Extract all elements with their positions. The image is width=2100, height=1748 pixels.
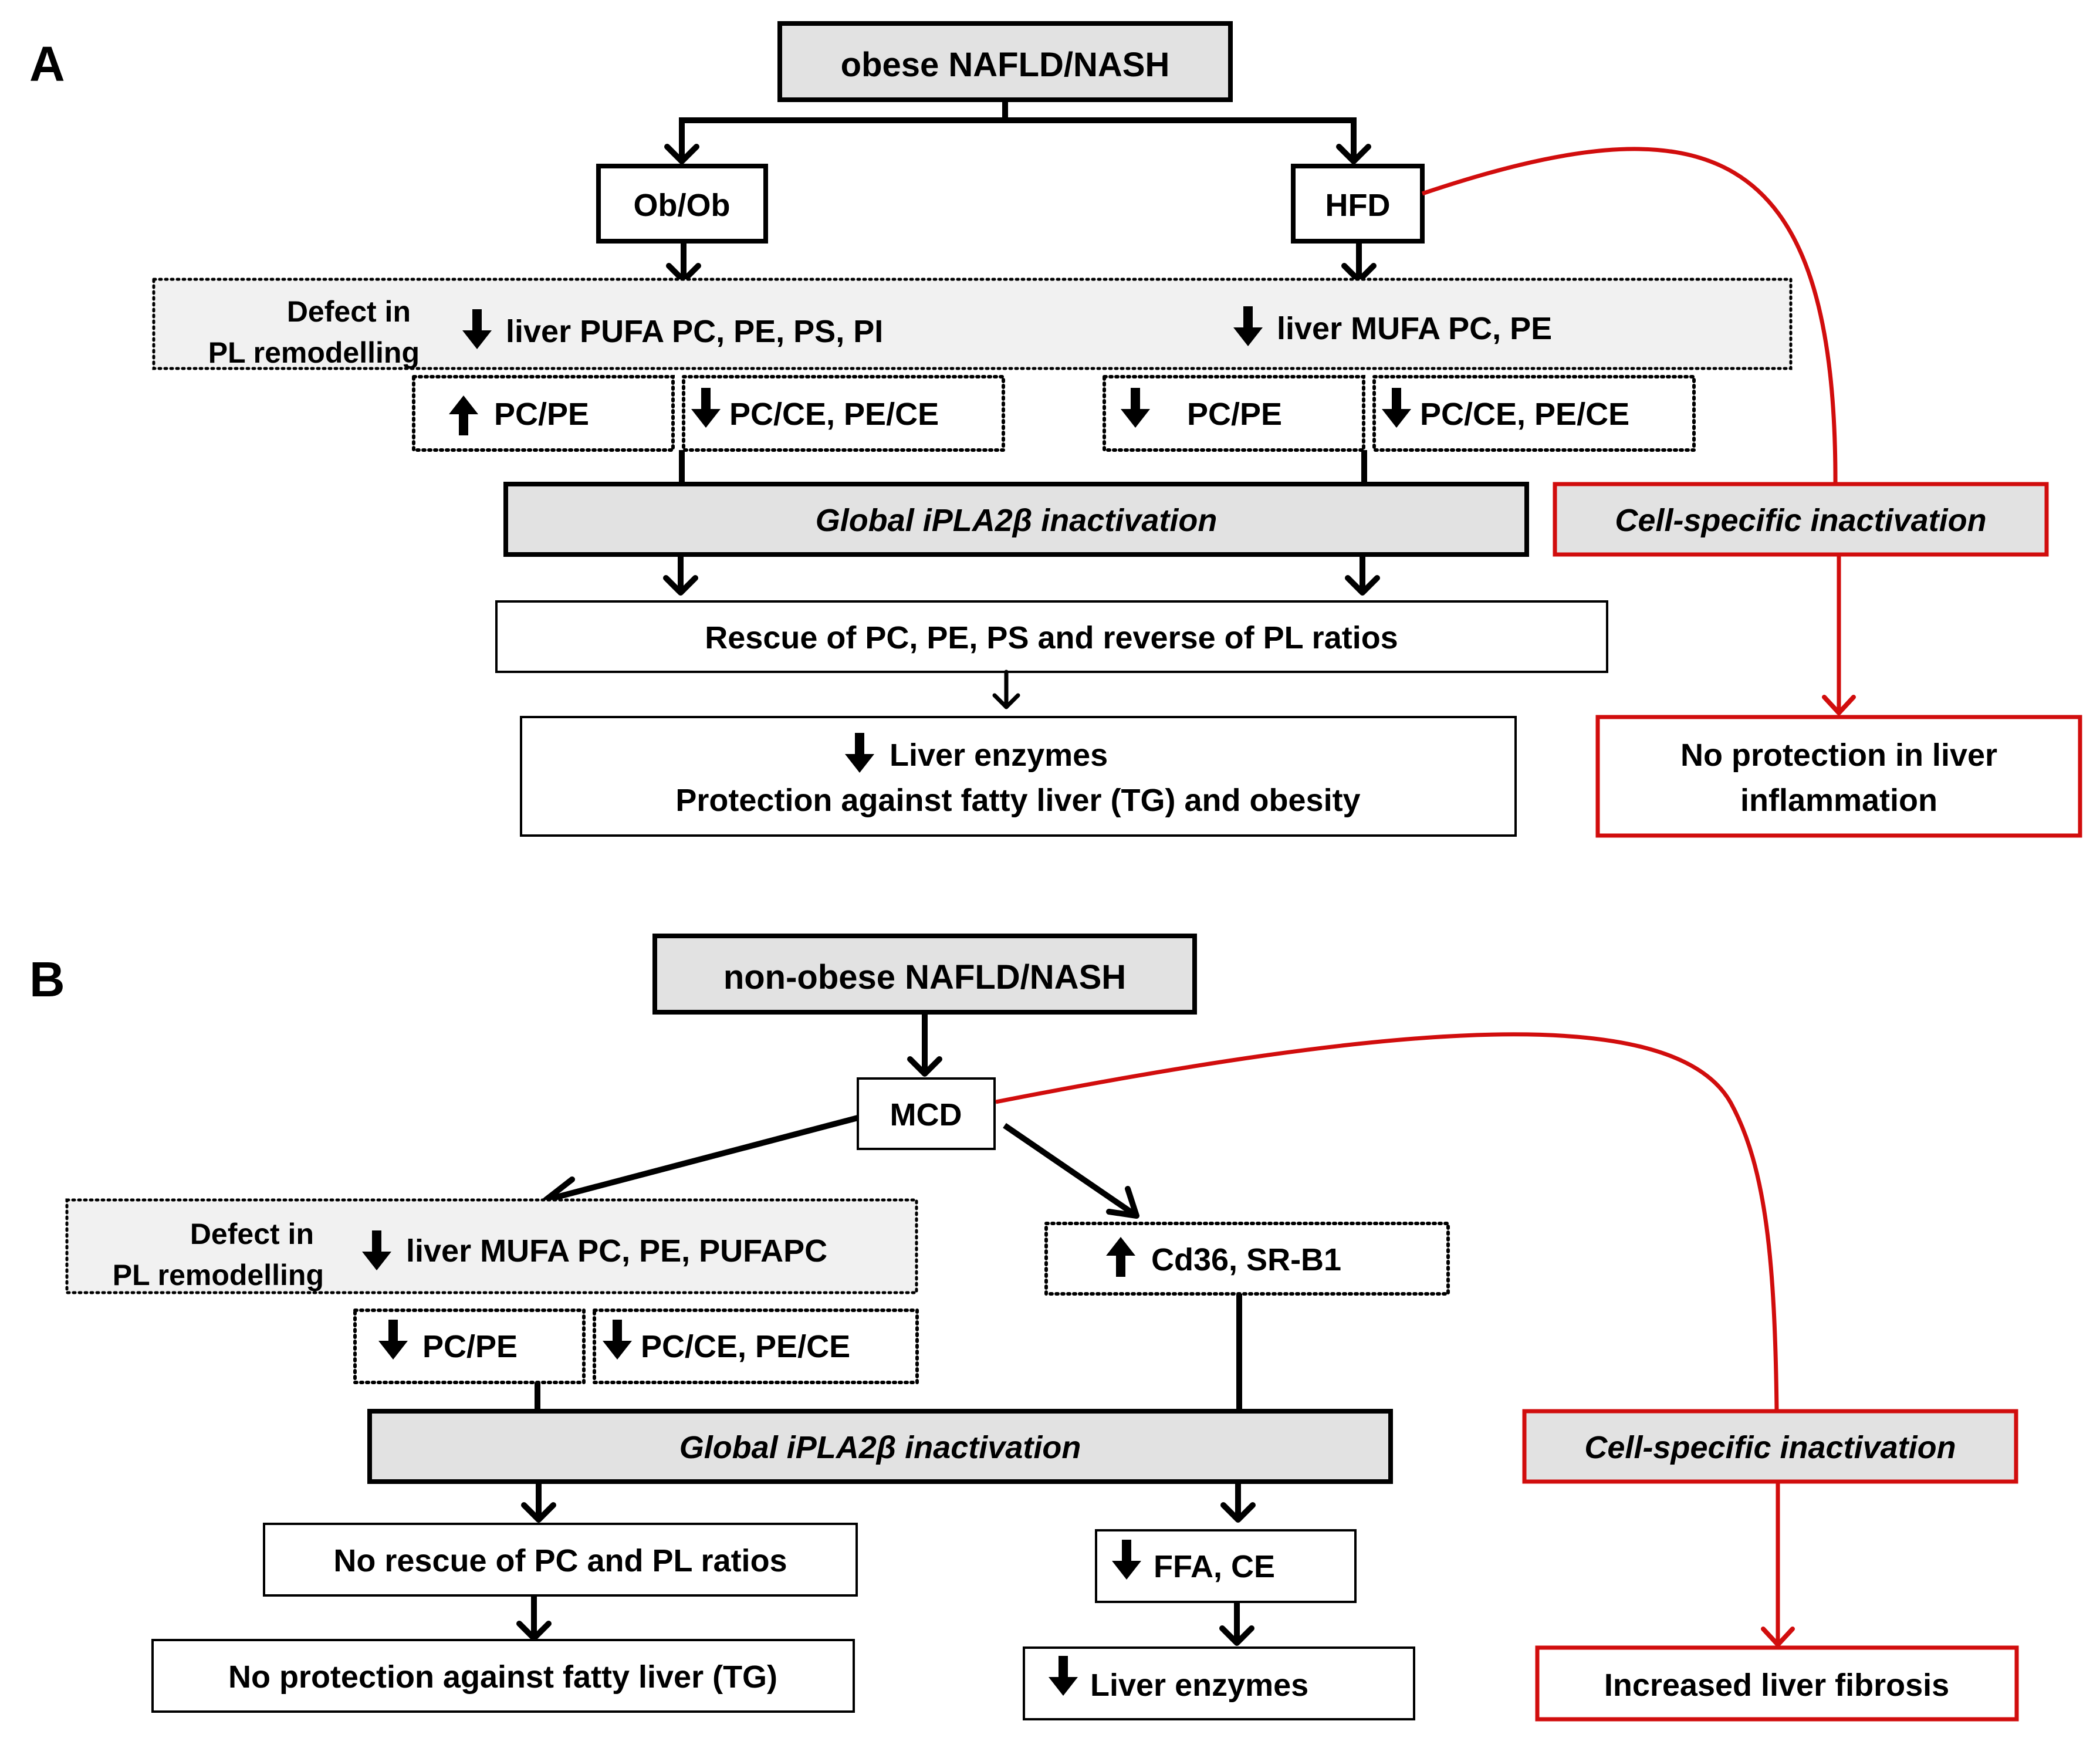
- cell-specific-to-noprotection-red-arrow: [1822, 555, 1856, 715]
- defect-label-line2-b: PL remodelling: [113, 1259, 324, 1291]
- global-inactivation-box-a: [503, 482, 1529, 557]
- cell-specific-inactivation-box-b: [1522, 1409, 2018, 1484]
- pcce-label-b: PC/CE, PE/CE: [641, 1329, 850, 1364]
- no-rescue-box: [263, 1523, 858, 1597]
- norescue-to-noprotection-arrow: [516, 1595, 552, 1641]
- ffa-ce-label: FFA, CE: [1154, 1549, 1275, 1584]
- defect-label-line2-a: PL remodelling: [208, 336, 420, 369]
- pufa-label: liver PUFA PC, PE, PS, PI: [506, 314, 883, 349]
- cell-specific-inactivation-label-b: Cell-specific inactivation: [1584, 1430, 1956, 1465]
- no-protection-line2: inflammation: [1740, 783, 1937, 818]
- cell-specific-inactivation-label-a: Cell-specific inactivation: [1615, 503, 1986, 538]
- pcce-box-b: [593, 1309, 919, 1384]
- hfd-to-cell-specific-red-line: [1421, 147, 1838, 485]
- pcpe-label-b: PC/PE: [422, 1329, 518, 1364]
- ob-pcpe-label: PC/PE: [494, 397, 589, 432]
- increased-fibrosis-label: Increased liver fibrosis: [1604, 1668, 1949, 1703]
- non-obese-nafld-label: non-obese NAFLD/NASH: [723, 958, 1126, 996]
- ob-pcce-label: PC/CE, PE/CE: [729, 397, 939, 432]
- global-to-ffa-arrow: [1220, 1482, 1256, 1523]
- cd36-label: Cd36, SR-B1: [1151, 1242, 1341, 1277]
- hfd-pcpe-box: [1103, 375, 1365, 452]
- cell-specific-to-fibrosis-red-arrow: [1761, 1482, 1795, 1647]
- global-inactivation-label-a: Global iPLA2β inactivation: [816, 503, 1218, 538]
- no-protection-line1: No protection in liver: [1680, 738, 1997, 773]
- ob-pcce-box: [682, 375, 1005, 452]
- global-to-norescue-arrow: [521, 1482, 556, 1523]
- mufa-label-a: liver MUFA PC, PE: [1277, 311, 1552, 346]
- defect-label-line1-a: Defect in: [287, 295, 411, 328]
- no-protection-fatty-liver-box: [151, 1639, 855, 1713]
- ob-ob-label: Ob/Ob: [634, 188, 731, 223]
- mufa-label-b: liver MUFA PC, PE, PUFAPC: [406, 1233, 827, 1269]
- liver-enzymes-label-a: Liver enzymes: [890, 738, 1108, 773]
- cd36-box: [1044, 1222, 1450, 1296]
- protection-box: [520, 716, 1517, 837]
- top-to-mcd-arrow: [907, 1012, 942, 1077]
- hfd-to-defect-arrow: [1341, 241, 1377, 283]
- liver-enzymes-label-b: Liver enzymes: [1090, 1668, 1308, 1703]
- panel-b-label: B: [29, 952, 65, 1007]
- increased-fibrosis-box: [1535, 1645, 2019, 1722]
- ob-to-defect-arrow: [666, 241, 701, 283]
- non-obese-nafld-box: [652, 934, 1197, 1015]
- global-inactivation-label-b: Global iPLA2β inactivation: [679, 1430, 1081, 1465]
- mcd-label: MCD: [890, 1097, 962, 1132]
- defect-pl-remodelling-box-b: [65, 1198, 918, 1294]
- hfd-label: HFD: [1325, 188, 1391, 223]
- global-to-rescue-arrows: [663, 555, 1380, 596]
- liver-enzymes-box-b: [1023, 1646, 1415, 1720]
- ffa-ce-box: [1095, 1529, 1357, 1603]
- obese-nafld-label: obese NAFLD/NASH: [841, 46, 1170, 84]
- hfd-pcce-label: PC/CE, PE/CE: [1420, 397, 1629, 432]
- obese-branch-connector: [664, 100, 1371, 164]
- mcd-to-cd36-arrow: [1003, 1122, 1139, 1219]
- mcd-box: [857, 1077, 996, 1150]
- no-protection-inflammation-box: [1595, 715, 2082, 838]
- mcd-to-defect-arrow: [543, 1115, 859, 1213]
- mcd-to-cell-specific-red-line: [995, 1032, 1779, 1412]
- hfd-pcpe-label: PC/PE: [1187, 397, 1282, 432]
- panel-a-label: A: [29, 36, 65, 92]
- defect-label-line1-b: Defect in: [190, 1218, 314, 1250]
- rescue-box: [495, 600, 1608, 673]
- protection-label: Protection against fatty liver (TG) and …: [675, 783, 1360, 818]
- cell-specific-inactivation-box-a: [1553, 482, 2049, 557]
- obese-nafld-box: [777, 21, 1233, 102]
- no-protection-fatty-liver-label: No protection against fatty liver (TG): [228, 1659, 777, 1695]
- no-rescue-label: No rescue of PC and PL ratios: [333, 1543, 787, 1578]
- defect-pl-remodelling-box-a: [152, 278, 1793, 370]
- hfd-pcce-box: [1372, 375, 1696, 452]
- rescue-to-enzymes-arrow: [992, 670, 1020, 709]
- ffa-to-enzymes-arrow: [1219, 1602, 1254, 1646]
- rescue-label: Rescue of PC, PE, PS and reverse of PL r…: [705, 620, 1398, 655]
- global-inactivation-box-b: [367, 1409, 1393, 1484]
- hfd-box: [1291, 164, 1425, 244]
